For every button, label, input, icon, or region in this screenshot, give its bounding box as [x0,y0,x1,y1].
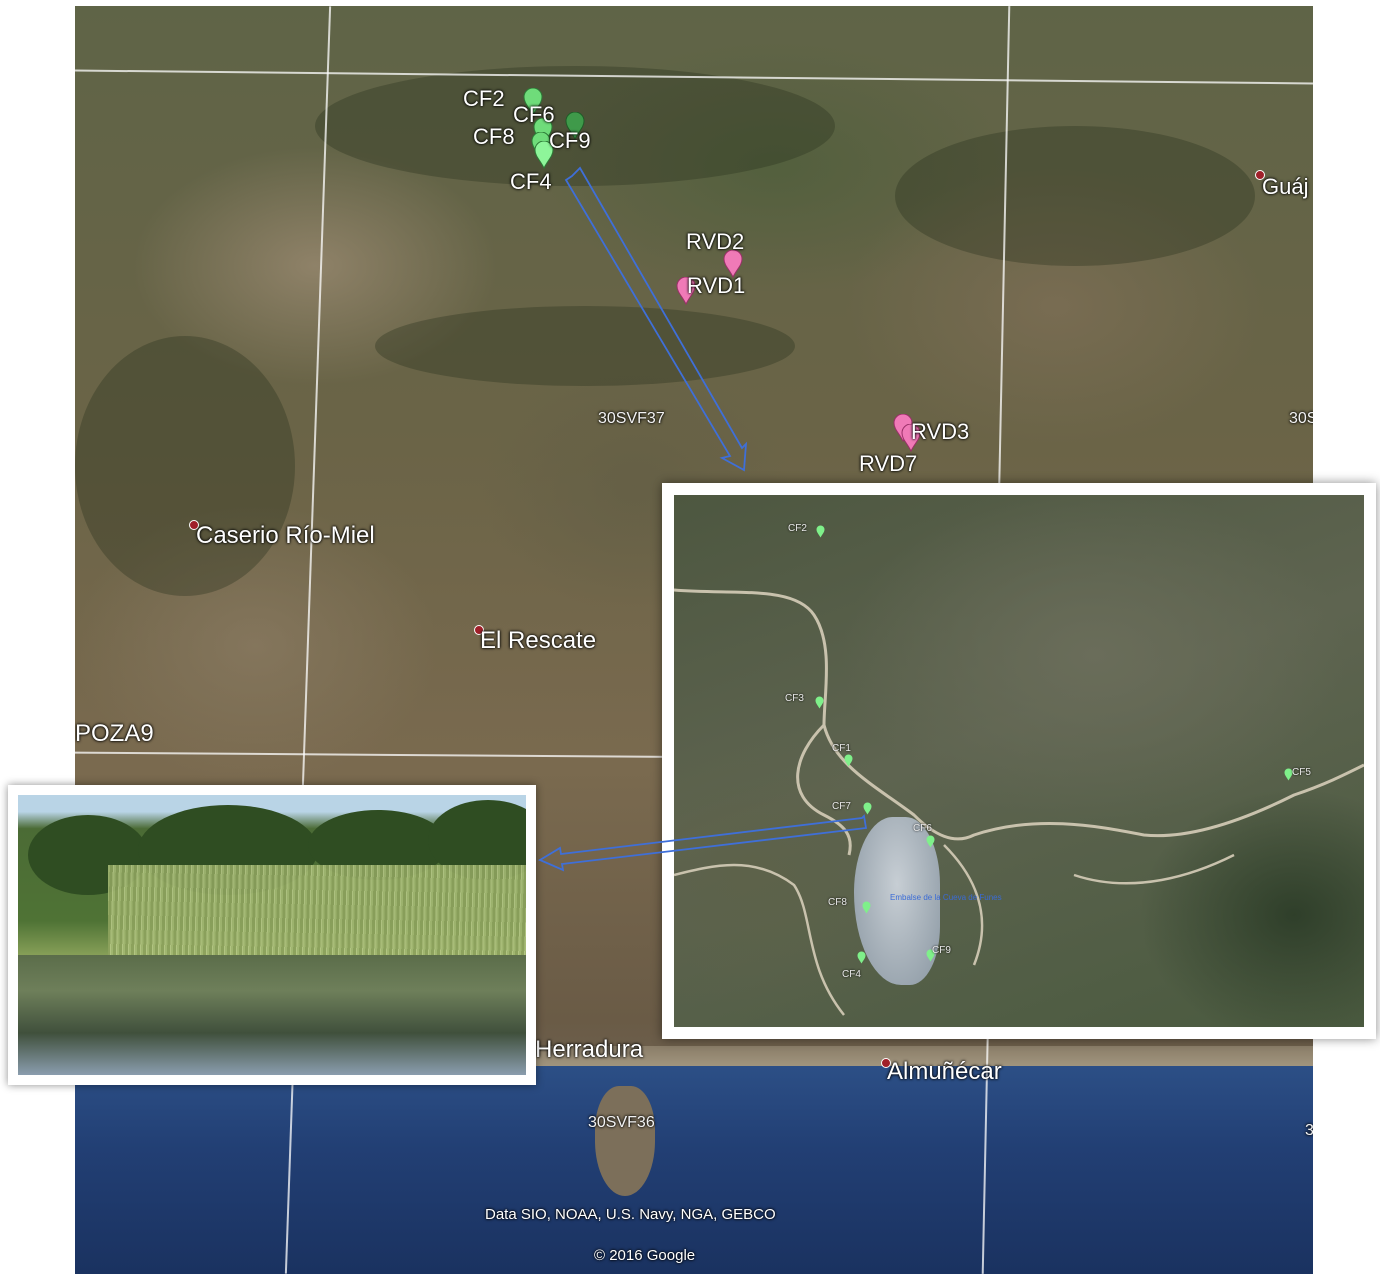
town-label-caserio: Caserio Río-Miel [196,522,375,549]
grid-label: 3 [1305,1122,1313,1139]
inset-cf5-pin-icon[interactable] [1284,768,1293,781]
pond-water [18,955,526,1075]
inset-cf7-pin-icon[interactable] [863,802,872,815]
label-poza9: POZA9 [75,720,154,747]
grid-label: 30SVF36 [588,1114,655,1131]
lake-label: Embalse de la Cueva de Funes [890,893,1002,902]
inset-label-cf7: CF7 [832,801,851,812]
inset-cf3-pin-icon[interactable] [815,696,824,709]
town-marker[interactable] [881,1058,891,1068]
label-cf6: CF6 [513,102,555,127]
mountain-ridge [375,306,795,386]
cf2-pin-icon[interactable] [523,88,543,116]
wetland-photo [18,795,526,1075]
inset-label-cf2: CF2 [788,523,807,534]
inset-cf8-pin-icon[interactable] [862,901,871,914]
cape [595,1086,655,1196]
inset-cf6-pin-icon[interactable] [926,835,935,848]
field-photo-frame [8,785,536,1085]
reservoir-inset: Embalse de la Cueva de Funes CF2 CF3 CF1… [662,483,1376,1039]
label-rvd2: RVD2 [686,229,745,254]
inset-label-cf5: CF5 [1292,767,1311,778]
reeds [108,865,526,955]
inset-label-cf6: CF6 [913,823,932,834]
inset-cf4-pin-icon[interactable] [857,951,866,964]
mountain-ridge [75,336,295,596]
label-cf4: CF4 [510,169,552,194]
inset-cf1-pin-icon[interactable] [844,754,853,767]
inset-cf9-pin-icon[interactable] [926,949,935,962]
inset-label-cf9: CF9 [932,945,951,956]
town-marker[interactable] [1255,170,1265,180]
inset-label-cf3: CF3 [785,693,804,704]
town-marker[interactable] [474,625,484,635]
cf9-pin-icon[interactable] [565,112,585,140]
cf4-pin-icon[interactable] [534,141,554,169]
inset-tracks [674,588,1364,1016]
grid-label: 30SVF37 [598,410,665,427]
map-copyright: © 2016 Google [594,1247,696,1264]
inset-label-cf8: CF8 [828,897,847,908]
rvd7-pin-icon[interactable] [901,424,921,452]
town-label-almunecar: Almuñécar [887,1058,1002,1085]
inset-label-cf4: CF4 [842,969,861,980]
sea [75,1066,1313,1274]
label-cf9: CF9 [549,128,591,153]
label-cf2: CF2 [463,86,505,111]
map-attribution: Data SIO, NOAA, U.S. Navy, NGA, GEBCO [485,1206,776,1223]
inset-cf2-pin-icon[interactable] [816,525,825,538]
label-rvd1: RVD1 [687,273,746,298]
town-label-guaj: Guáj [1262,174,1309,199]
reservoir-lake [854,817,940,985]
inset-satellite-map[interactable]: Embalse de la Cueva de Funes CF2 CF3 CF1… [674,495,1364,1027]
grid-label: 30S [1289,410,1313,427]
town-label-rescate: El Rescate [480,627,597,654]
town-label-herradura: Herradura [535,1036,644,1063]
town-marker[interactable] [189,520,199,530]
label-cf8: CF8 [473,124,515,149]
inset-label-cf1: CF1 [832,743,851,754]
label-rvd3: RVD3 [911,419,970,444]
label-rvd7: RVD7 [859,451,918,476]
mountain-ridge [895,126,1255,266]
